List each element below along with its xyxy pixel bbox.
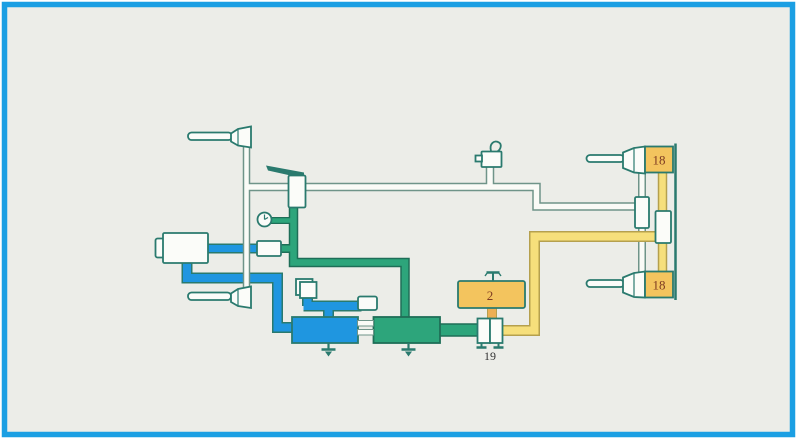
pressure-gauge	[256, 211, 273, 228]
cylinder-label: 18	[653, 153, 666, 168]
rear-top-brake-unit: 18	[585, 145, 674, 175]
coupling-head	[474, 140, 503, 168]
coupling-nub	[474, 154, 483, 163]
filter-box	[295, 278, 318, 299]
cylinder-label: 18	[653, 278, 666, 293]
brake-cylinder-18	[644, 145, 674, 174]
reservoir-links	[357, 320, 374, 336]
brake-cylinder-18	[644, 270, 674, 299]
rear-control-valve	[634, 196, 650, 229]
apparatus-label: 2	[487, 288, 494, 303]
pushrod	[585, 279, 625, 288]
vent-symbol	[484, 271, 502, 281]
air-reservoir-green	[372, 316, 441, 344]
front-top-brake-chamber	[187, 125, 252, 149]
rear-bottom-brake-unit: 18	[585, 270, 674, 299]
drain-valve	[401, 343, 416, 357]
front-bottom-brake-chamber	[187, 285, 252, 310]
release-valve-19: 19	[476, 317, 504, 363]
check-valve	[357, 295, 378, 311]
pushrod	[187, 291, 232, 301]
pushrod	[585, 154, 625, 163]
air-reservoir-blue	[291, 316, 359, 344]
green-circuit-pipes	[270, 206, 478, 337]
gauge-needle	[263, 214, 269, 221]
coupling-hook	[489, 140, 502, 153]
hand-brake-valve	[266, 165, 307, 209]
pushrod	[187, 131, 233, 141]
rear-supply-valve	[654, 210, 672, 244]
compressor	[154, 232, 209, 264]
drain-valve	[321, 343, 336, 357]
valve-label: 19	[484, 349, 496, 363]
air-apparatus-2: 2	[457, 271, 526, 309]
diagram-background	[7, 7, 790, 432]
pressure-governor	[256, 240, 282, 257]
